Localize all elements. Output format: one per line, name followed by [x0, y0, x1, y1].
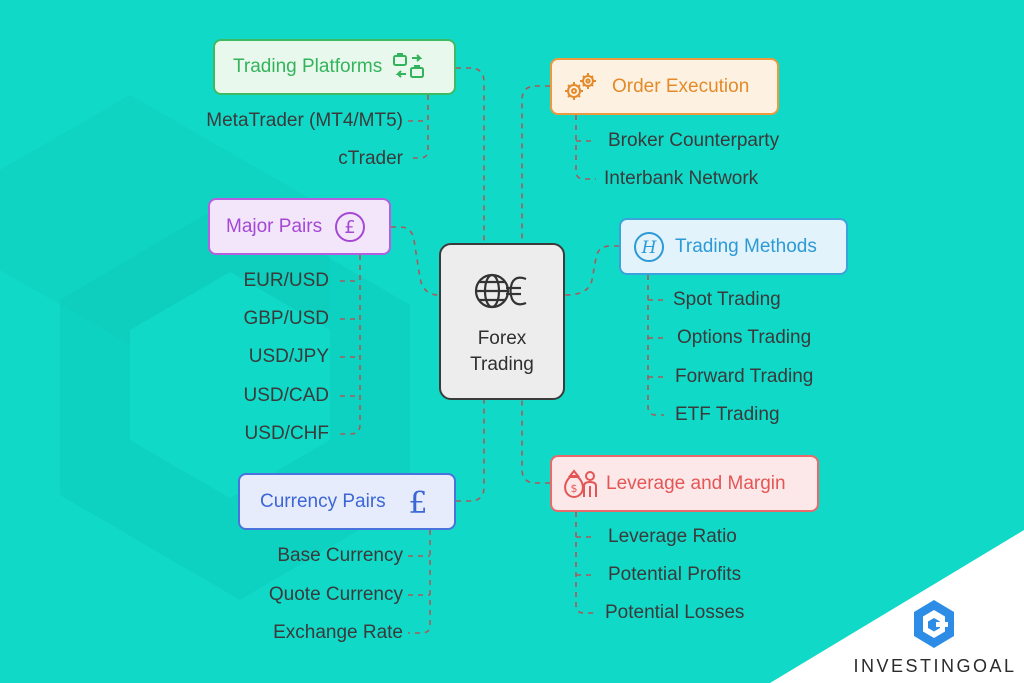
node-order-execution: Order Execution — [550, 58, 779, 115]
center-title-line2: Trading — [470, 354, 534, 375]
connector-oe-list — [575, 115, 596, 180]
pound-sign-icon: £ — [404, 486, 432, 518]
connector-tm-list — [647, 275, 664, 416]
node-major-pairs: Major Pairs £ — [208, 198, 391, 255]
h-circle-icon: H — [633, 231, 665, 263]
list-item: EUR/USD — [243, 270, 329, 291]
connector-trading-platforms — [456, 67, 485, 243]
list-item: MetaTrader (MT4/MT5) — [206, 110, 403, 131]
briefcase-exchange-icon — [392, 52, 426, 82]
node-title: Order Execution — [612, 75, 750, 97]
node-title: Currency Pairs — [260, 490, 386, 512]
node-title: Trading Methods — [675, 235, 817, 257]
brand-name: INVESTINGOAL — [853, 656, 1017, 676]
node-title: Major Pairs — [226, 215, 323, 237]
node-leverage-margin: $ Leverage and Margin — [550, 455, 819, 512]
connector-trading-methods — [564, 245, 619, 296]
connector-cp-list — [408, 530, 431, 634]
connector-leverage-margin — [521, 400, 550, 484]
connector-major-pairs — [391, 226, 440, 296]
list-item: Potential Losses — [605, 602, 745, 623]
list-item: USD/JPY — [248, 346, 329, 367]
svg-text:£: £ — [408, 486, 427, 518]
list-item: cTrader — [338, 148, 403, 169]
list-item: Potential Profits — [608, 564, 742, 585]
list-item: GBP/USD — [243, 308, 329, 329]
list-item: Leverage Ratio — [608, 526, 737, 547]
list-item: ETF Trading — [675, 404, 780, 425]
node-trading-platforms: Trading Platforms — [213, 39, 456, 95]
list-item: Base Currency — [277, 545, 403, 566]
connector-lm-list — [575, 512, 596, 614]
list-item: Spot Trading — [673, 289, 781, 310]
svg-text:$: $ — [571, 482, 578, 495]
node-title: Leverage and Margin — [606, 472, 786, 494]
investingoal-logo-icon — [908, 598, 960, 650]
list-item: Forward Trading — [675, 366, 814, 387]
globe-euro-icon — [472, 267, 532, 315]
svg-text:H: H — [641, 238, 658, 258]
list-item: Quote Currency — [268, 584, 403, 605]
list-item: Interbank Network — [604, 168, 759, 189]
node-currency-pairs: Currency Pairs £ — [238, 473, 456, 530]
connector-currency-pairs — [456, 400, 485, 502]
node-title: Trading Platforms — [233, 56, 383, 77]
connector-tp-list — [408, 95, 429, 159]
svg-text:£: £ — [344, 217, 355, 238]
list-item: USD/CAD — [243, 385, 329, 406]
connector-order-execution — [521, 85, 550, 243]
pound-circle-icon: £ — [334, 211, 366, 243]
center-node: Forex Trading — [439, 243, 565, 400]
list-item: Broker Counterparty — [608, 130, 780, 151]
list-item: USD/CHF — [244, 423, 329, 444]
list-item: Options Trading — [677, 327, 812, 348]
center-title-line1: Forex — [477, 328, 527, 349]
money-bag-person-icon: $ — [562, 468, 598, 500]
node-trading-methods: H Trading Methods — [619, 218, 848, 275]
gears-icon — [562, 71, 598, 103]
list-item: Exchange Rate — [273, 622, 403, 643]
connector-mp-list — [340, 255, 361, 435]
brand-logo: INVESTINGOAL — [850, 598, 1020, 680]
